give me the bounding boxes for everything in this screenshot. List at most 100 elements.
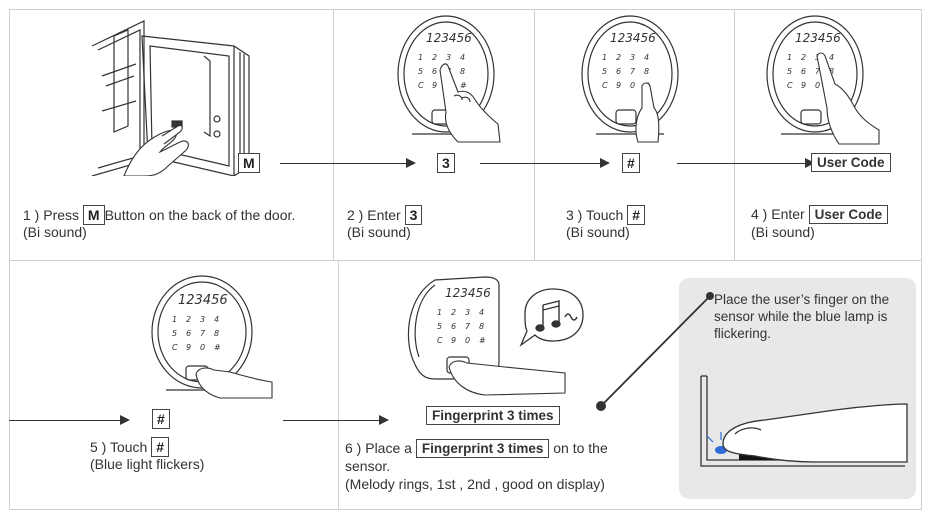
svg-text:9: 9 xyxy=(186,343,191,352)
safe-door-illustration xyxy=(84,16,259,176)
svg-text:2: 2 xyxy=(432,53,437,62)
step-6-key-fingerprint: Fingerprint 3 times xyxy=(426,407,560,425)
svg-text:5: 5 xyxy=(418,67,423,76)
key-hash-badge: # xyxy=(622,153,640,173)
step-5-key-hash: # xyxy=(152,409,170,429)
step-3-prefix: 3 ) Touch xyxy=(566,207,623,223)
step-5-prefix: 5 ) Touch xyxy=(90,439,147,455)
svg-text:C: C xyxy=(172,343,178,352)
svg-text:C: C xyxy=(418,81,424,90)
svg-text:7: 7 xyxy=(200,329,206,338)
svg-text:6: 6 xyxy=(616,67,621,76)
step-4-key-user-code: User Code xyxy=(811,154,891,172)
step-1-suffix: Button on the back of the door. xyxy=(105,207,296,223)
step-6-caption: 6 ) Place a Fingerprint 3 times on to th… xyxy=(345,439,608,458)
svg-text:0: 0 xyxy=(630,81,635,90)
svg-text:123456: 123456 xyxy=(445,286,491,300)
step-6-melody: (Melody rings, 1st , 2nd , good on displ… xyxy=(345,475,605,493)
step-6-sensor: sensor. xyxy=(345,457,390,475)
svg-text:#: # xyxy=(479,336,486,345)
callout-text: Place the user’s finger on the sensor wh… xyxy=(714,291,894,342)
svg-text:2: 2 xyxy=(451,308,456,317)
svg-text:9: 9 xyxy=(801,81,806,90)
svg-text:1: 1 xyxy=(172,315,177,324)
finger-on-sensor-illustration xyxy=(695,370,910,485)
arrow-4-line xyxy=(9,420,124,421)
svg-text:123456: 123456 xyxy=(610,31,656,45)
svg-text:123456: 123456 xyxy=(795,31,841,45)
step-1-prefix: 1 ) Press xyxy=(23,207,79,223)
user-code-badge: User Code xyxy=(811,153,891,172)
arrow-3-line xyxy=(677,163,809,164)
svg-text:123456: 123456 xyxy=(426,31,472,45)
arrow-2-line xyxy=(480,163,604,164)
svg-text:#: # xyxy=(460,81,467,90)
step-5-note: (Blue light flickers) xyxy=(90,455,204,473)
svg-text:0: 0 xyxy=(465,336,470,345)
step-2-prefix: 2 ) Enter xyxy=(347,207,401,223)
svg-text:3: 3 xyxy=(630,53,635,62)
svg-text:8: 8 xyxy=(460,67,465,76)
arrow-1-line xyxy=(280,163,410,164)
svg-text:2: 2 xyxy=(186,315,191,324)
svg-text:C: C xyxy=(787,81,793,90)
keypad-illustration-step-2: 123456 1234 5678 C90# xyxy=(388,12,508,152)
svg-text:1: 1 xyxy=(418,53,423,62)
svg-text:6: 6 xyxy=(186,329,191,338)
svg-text:7: 7 xyxy=(630,67,636,76)
svg-text:6: 6 xyxy=(432,67,437,76)
arrow-5-head xyxy=(379,415,389,425)
svg-text:0: 0 xyxy=(200,343,205,352)
svg-text:5: 5 xyxy=(602,67,607,76)
step-2-caption: 2 ) Enter 3 xyxy=(347,205,422,225)
svg-text:4: 4 xyxy=(460,53,465,62)
step-3-key-hash: # xyxy=(622,153,640,173)
svg-text:7: 7 xyxy=(465,322,471,331)
svg-text:8: 8 xyxy=(644,67,649,76)
key-hash-badge-2: # xyxy=(152,409,170,429)
svg-text:1: 1 xyxy=(787,53,792,62)
svg-text:9: 9 xyxy=(616,81,621,90)
svg-text:1: 1 xyxy=(602,53,607,62)
arrow-1-head xyxy=(406,158,416,168)
svg-text:2: 2 xyxy=(616,53,621,62)
svg-text:5: 5 xyxy=(437,322,442,331)
key-3-badge: 3 xyxy=(437,153,455,173)
svg-text:8: 8 xyxy=(214,329,219,338)
step-4-sound: (Bi sound) xyxy=(751,223,815,241)
arrow-5-line xyxy=(283,420,383,421)
svg-text:8: 8 xyxy=(479,322,484,331)
step-5-caption: 5 ) Touch # xyxy=(90,437,169,457)
svg-text:#: # xyxy=(214,343,221,352)
svg-text:9: 9 xyxy=(451,336,456,345)
step-5-inline-key: # xyxy=(151,437,169,457)
step-6-prefix: 6 ) Place a xyxy=(345,440,412,456)
svg-text:1: 1 xyxy=(437,308,442,317)
step-1-sound: (Bi sound) xyxy=(23,223,87,241)
svg-text:4: 4 xyxy=(829,53,834,62)
svg-text:3: 3 xyxy=(200,315,205,324)
svg-text:5: 5 xyxy=(172,329,177,338)
step-4-inline-key: User Code xyxy=(809,205,889,224)
svg-text:4: 4 xyxy=(644,53,649,62)
svg-text:2: 2 xyxy=(801,53,806,62)
svg-text:0: 0 xyxy=(815,81,820,90)
svg-text:5: 5 xyxy=(787,67,792,76)
step-1-inline-key: M xyxy=(83,205,105,225)
step-2-inline-key: 3 xyxy=(405,205,423,225)
step-3-sound: (Bi sound) xyxy=(566,223,630,241)
step-3-inline-key: # xyxy=(627,205,645,225)
svg-text:6: 6 xyxy=(451,322,456,331)
step-1-key-M: M xyxy=(238,153,260,173)
key-m-badge: M xyxy=(238,153,260,173)
step-6-suffix: on to the xyxy=(553,440,608,456)
svg-text:C: C xyxy=(602,81,608,90)
fingerprint-badge: Fingerprint 3 times xyxy=(426,406,560,425)
step-4-caption: 4 ) Enter User Code xyxy=(751,205,888,224)
arrow-2-head xyxy=(600,158,610,168)
svg-text:6: 6 xyxy=(801,67,806,76)
